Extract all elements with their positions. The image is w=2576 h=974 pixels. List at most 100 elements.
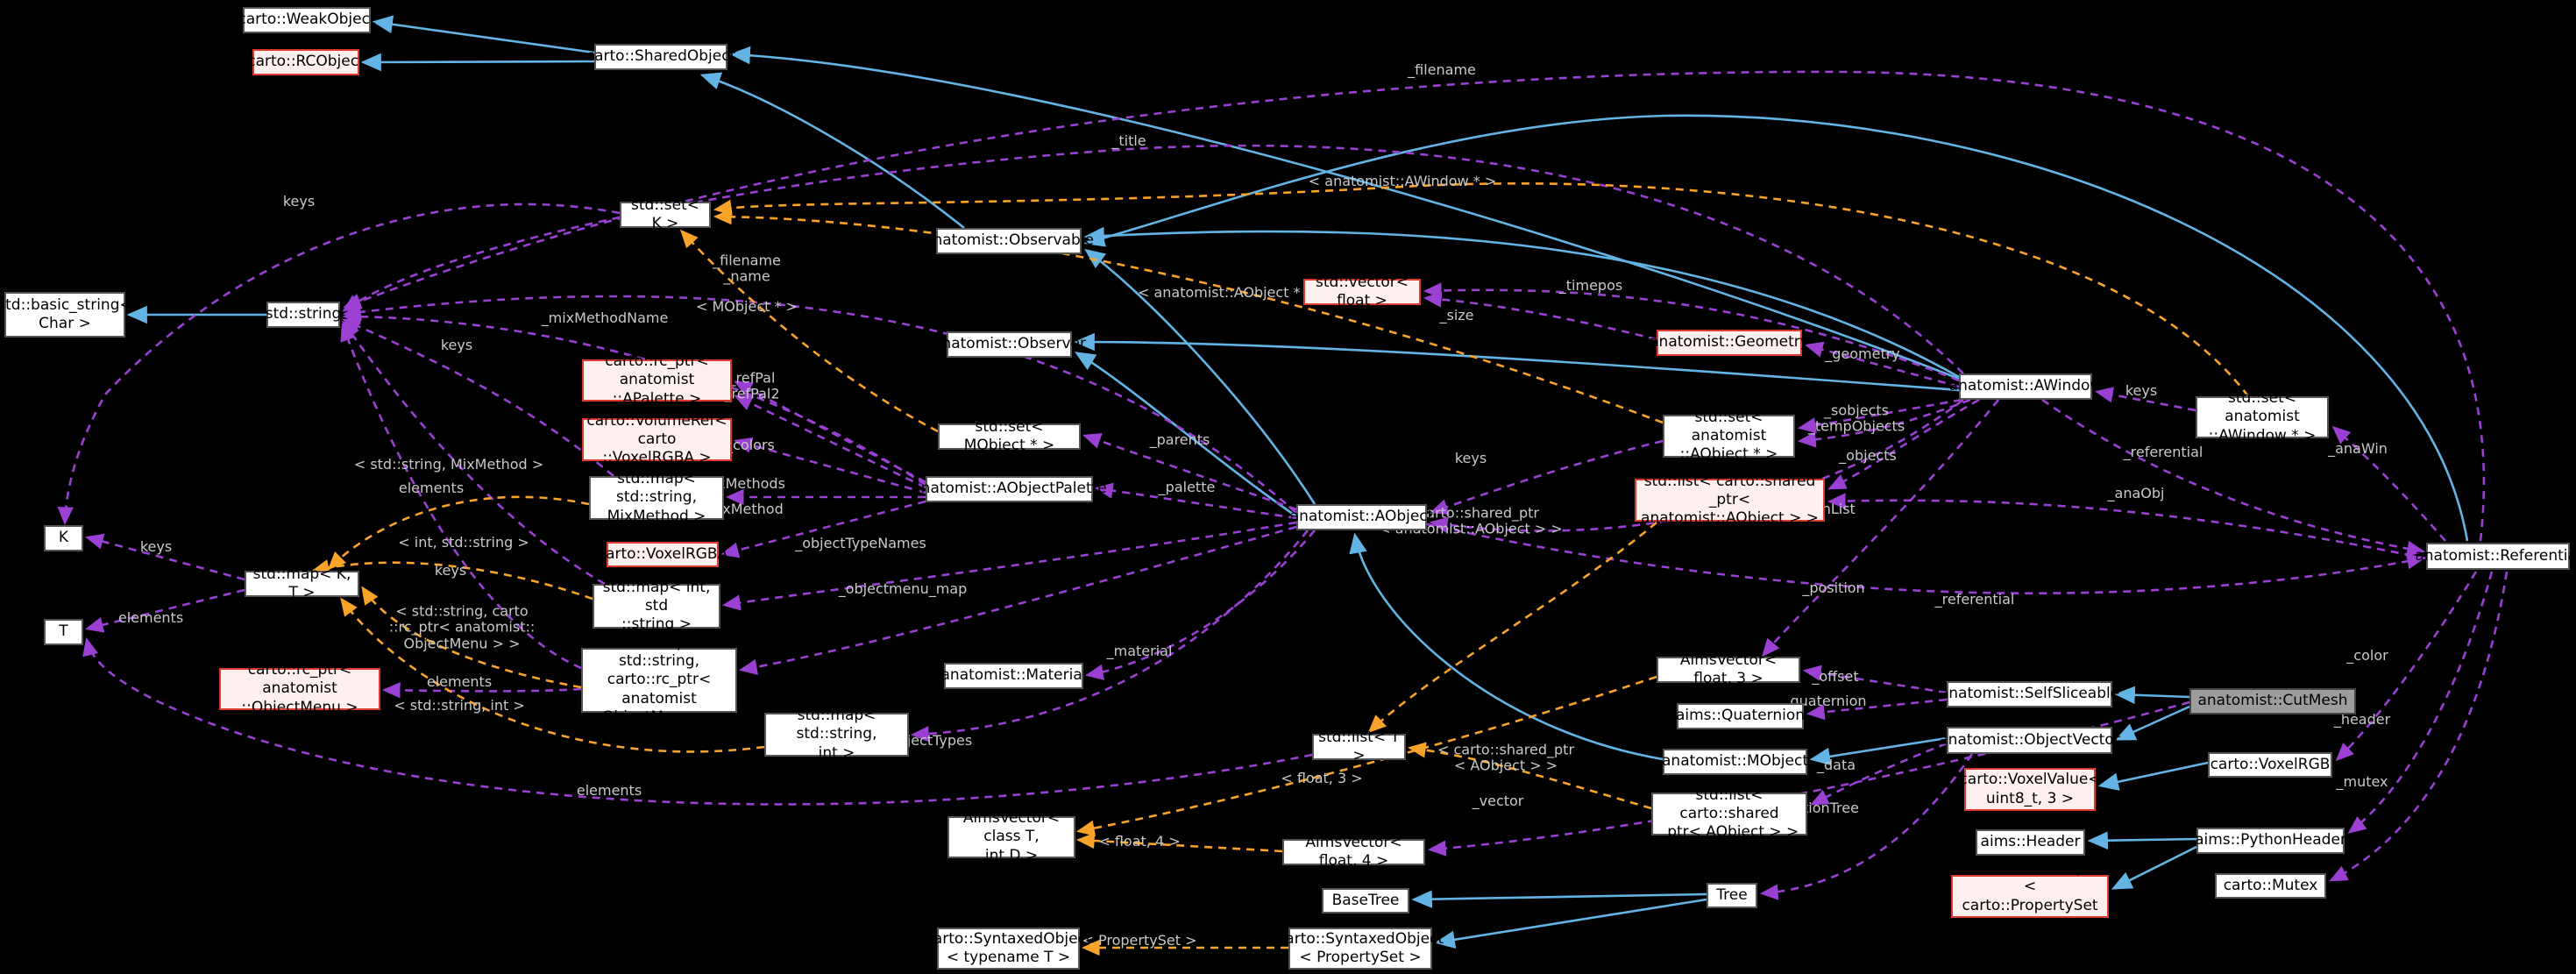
edge-label-_referential: _referential [1934, 590, 2015, 608]
node-carto-pointerobject[interactable]: carto::PointerObject < carto::PropertySe… [1951, 859, 2109, 933]
node-aims-pythonheader[interactable]: aims::PythonHeader [2195, 828, 2346, 854]
node-carto-rcobject[interactable]: carto::RCObject [247, 49, 365, 75]
edge-member-anatomist-referential-to-carto-mutex [2329, 571, 2509, 882]
node-t[interactable]: T [44, 619, 83, 645]
edge-label-_parents: _parents [1149, 430, 1210, 448]
node-k[interactable]: K [44, 525, 83, 551]
edge-inherit-aims-pythonheader-to-carto-pointerobject [2111, 845, 2197, 890]
node-carto-voxelrgba[interactable]: carto::VoxelRGBA [598, 542, 727, 567]
node-tree[interactable]: Tree [1707, 883, 1757, 908]
edge-member-std-set-awindow-to-anatomist-awindow [2094, 387, 2196, 412]
node-std-string[interactable]: std::string [266, 302, 341, 328]
edge-member-anatomist-awindow-to-std-list-shared-anatomist-aobject [1827, 398, 1980, 490]
edge-member-std-map-int-string-to-std-string [342, 320, 606, 586]
edge-label-_timepos: _timepos [1558, 276, 1623, 294]
node-std-basic-string[interactable]: std::basic_string< Char > [0, 292, 132, 338]
node-std-list-t[interactable]: std::list< T > [1312, 729, 1406, 764]
node-std-map-k-t[interactable]: std::map< K, T > [245, 565, 359, 601]
node-anatomist-material[interactable]: anatomist::Material [941, 663, 1087, 689]
node-aimsvector-t-d[interactable]: AimsVector< class T, int D > [947, 809, 1075, 864]
node-std-map-mixmethod[interactable]: std::map< std::string, MixMethod > [589, 470, 724, 525]
edge-member-anatomist-objectvector-to-std-list-shared-aobject [1810, 742, 1948, 806]
node-anatomist-referential[interactable]: anatomist::Referential [2415, 543, 2576, 570]
edge-inherit-anatomist-aobject-to-anatomist-observer [1074, 352, 1297, 518]
edge-label-< anatomist::AWindow * >: < anatomist::AWindow * > [1308, 172, 1497, 189]
node-carto-rc-ptr-objectmenu[interactable]: carto::rc_ptr< anatomist ::ObjectMenu > [219, 661, 380, 716]
node-std-set-mobject[interactable]: std::set< MObject * > [938, 418, 1081, 454]
edge-member-std-set-anatomist-aobject-to-anatomist-aobject [1430, 439, 1664, 515]
node-anatomist-awindow[interactable]: anatomist::AWindow [1949, 373, 2102, 400]
node-aimsvector-float-4[interactable]: AimsVector< float, 4 > [1282, 834, 1425, 870]
node-anatomist-objectvector[interactable]: anatomist::ObjectVector [1939, 727, 2120, 754]
node-std-map-objectmenu[interactable]: std::map< std::string, carto::rc_ptr< an… [581, 634, 737, 726]
node-std-list-shared-aobject[interactable]: std::list< carto::shared _ptr< AObject >… [1651, 786, 1807, 841]
node-anatomist-selfsliceable[interactable]: anatomist::SelfSliceable [1940, 681, 2119, 707]
edge-inherit-anatomist-referential-to-anatomist-observable [1083, 114, 2469, 542]
node-aims-quaternion[interactable]: aims::Quaternion [1676, 703, 1805, 729]
edge-label-< std::string, MixMethod >: < std::string, MixMethod > [353, 455, 544, 473]
node-carto-rc-ptr-apalette[interactable]: carto::rc_ptr< anatomist ::APalette > [582, 352, 732, 408]
node-aims-header[interactable]: aims::Header [1976, 829, 2085, 856]
edge-template-std-set-awindow-to-std-set-k [713, 182, 2250, 397]
node-anatomist-aobjectpalette[interactable]: anatomist::AObjectPalette [912, 476, 1107, 502]
edge-label-_refPal: _refPal _refPal2 [724, 369, 780, 402]
edge-member-std-set-k-to-k [57, 203, 621, 526]
edge-member-anatomist-aobjectpalette-to-carto-volumeref-voxelrgba [733, 437, 926, 494]
node-carto-syntaxedobject-ps[interactable]: carto::SyntaxedObject < PropertySet > [1277, 928, 1444, 970]
edge-label-_objectTypeNames: _objectTypeNames [795, 534, 926, 551]
edge-template-std-map-string-int-to-std-map-k-t [340, 597, 765, 753]
edge-member-std-map-objectmenu-to-std-string [340, 323, 582, 670]
edge-member-anatomist-awindow-to-anatomist-geometry [1804, 341, 1960, 388]
edge-member-anatomist-geometry-to-std-vector-float [1423, 291, 1657, 341]
edge-label-keys: keys [139, 537, 173, 555]
edge-member-std-map-objectmenu-to-carto-rc-ptr-objectmenu [381, 682, 582, 699]
edge-label-< std::string, carto: < std::string, carto ::rc_ptr< anatomist… [388, 602, 536, 652]
node-std-list-shared-anatomist-aobject[interactable]: std::list< carto::shared _ptr< anatomist… [1635, 473, 1825, 527]
node-anatomist-observer[interactable]: anatomist::Observer [933, 331, 1086, 358]
edge-template-std-map-mixmethod-to-std-map-k-t [327, 495, 590, 571]
edge-member-anatomist-aobject-to-std-string [342, 295, 1297, 514]
node-basetree[interactable]: BaseTree [1322, 888, 1409, 914]
edge-label-_geometry: _geometry [1825, 345, 1900, 362]
node-std-map-int-string[interactable]: std::map< int, std ::string > [593, 579, 720, 633]
edge-member-anatomist-aobjectpalette-to-std-string [342, 308, 926, 487]
node-aimsvector-float-3[interactable]: AimsVector< float, 3 > [1657, 651, 1800, 687]
edge-member-anatomist-referential-to-aims-pythonheader [2347, 571, 2494, 834]
edge-template-aimsvector-float-3-to-aimsvector-t-d [1075, 675, 1657, 836]
node-carto-voxelrgb[interactable]: carto::VoxelRGB [2208, 752, 2332, 778]
edge-label-elements: elements [576, 781, 642, 799]
node-anatomist-mobject[interactable]: anatomist::MObject [1662, 749, 1808, 775]
edge-inherit-anatomist-awindow-to-anatomist-observer [1074, 332, 1960, 392]
node-carto-mutex[interactable]: carto::Mutex [2215, 873, 2326, 899]
node-anatomist-aobject[interactable]: anatomist::AObject [1290, 504, 1433, 530]
node-anatomist-observable[interactable]: anatomist::Observable [924, 228, 1094, 254]
node-carto-voxelvalue[interactable]: carto::VoxelValue< uint8_t, 3 > [1959, 768, 2101, 811]
edge-template-std-set-anatomist-aobject-to-std-set-k [713, 209, 1664, 424]
node-std-set-k[interactable]: std::set< K > [620, 196, 711, 232]
edge-label-< PropertySet >: < PropertySet > [1082, 931, 1197, 949]
node-anatomist-cutmesh[interactable]: anatomist::CutMesh [2189, 688, 2356, 715]
node-std-set-awindow[interactable]: std::set< anatomist ::AWindow * > [2196, 389, 2329, 444]
edge-label-_sobjects: _sobjects _tempObjects [1807, 402, 1905, 435]
edge-label-< carto::shared_ptr: < carto::shared_ptr < anatomist::AObject… [1379, 504, 1563, 537]
edge-member-anatomist-aobjectpalette-to-carto-rc-ptr-apalette [734, 395, 926, 489]
node-std-map-string-int[interactable]: std::map< std::string, int > [764, 707, 909, 762]
edge-member-anatomist-awindow-to-std-vector-float [1423, 282, 1960, 382]
node-std-set-anatomist-aobject[interactable]: std::set< anatomist ::AObject * > [1663, 409, 1795, 463]
edge-label-_anaWin: _anaWin [2328, 439, 2388, 457]
edge-label-keys: keys [2125, 381, 2158, 399]
edge-inherit-anatomist-awindow-to-anatomist-observable [1083, 226, 1960, 379]
node-carto-weakobject[interactable]: carto::WeakObject [238, 7, 376, 33]
node-anatomist-geometry[interactable]: anatomist::Geometry [1650, 330, 1809, 356]
edge-label-< int, std::string >: < int, std::string > [398, 533, 529, 551]
node-carto-sharedobject[interactable]: carto::SharedObject [586, 44, 735, 70]
edge-label-_filename: _filename [1408, 60, 1476, 78]
edge-label-_vector: _vector [1472, 792, 1524, 809]
node-carto-syntaxedobject-t[interactable]: carto::SyntaxedObject < typename T > [925, 928, 1092, 970]
edge-member-std-map-mixmethod-to-std-string [342, 318, 614, 477]
node-carto-volumeref-voxelrgba[interactable]: carto::VolumeRef< carto ::VoxelRGBA > [582, 412, 732, 466]
node-std-vector-float[interactable]: std::vector< float > [1303, 274, 1421, 309]
edge-label-_position: _position [1802, 579, 1865, 596]
